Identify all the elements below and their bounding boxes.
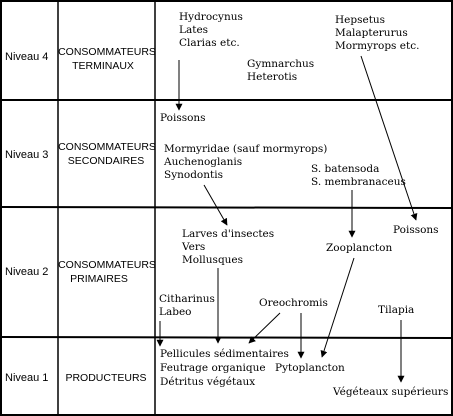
tilapia: Tilapia	[378, 304, 414, 316]
species-name: S. membranaceus	[311, 176, 406, 188]
level-label: Niveau 2	[5, 266, 48, 278]
vegeteaux: Végéteaux supérieurs	[332, 386, 448, 398]
arrow-hepsetus-to-poissons	[360, 55, 418, 221]
species-name: Détritus végétaux	[160, 376, 255, 388]
poissons-level3: Poissons	[160, 112, 206, 124]
arrow-oreochromis-to-pellicules	[248, 312, 281, 344]
zooplancton: Zooplancton	[326, 242, 392, 254]
pytoplancton: Pytoplancton	[275, 362, 345, 374]
species-name: Labeo	[159, 306, 192, 318]
species-name: Heterotis	[247, 71, 297, 83]
species-name: Malapterurus	[335, 27, 408, 39]
level-label: Niveau 3	[5, 149, 48, 161]
species-name: S. batensoda	[311, 163, 379, 175]
arrow-zooplancton-to-pytoplancton	[320, 257, 355, 358]
group-hepsetus: Hepsetus Malapterurus Mormyrops etc.	[335, 14, 419, 52]
species-name: Mormyrops etc.	[335, 40, 419, 52]
species-name: Hepsetus	[335, 14, 385, 26]
group-pellicules: Pellicules sédimentaires Feutrage organi…	[160, 348, 289, 388]
group-batensoda: S. batensoda S. membranaceus	[311, 163, 406, 188]
arrow-mormyridae-to-larves	[203, 184, 228, 226]
level-label: Niveau 4	[5, 51, 48, 63]
group-larves: Larves d'insectes Vers Mollusques	[181, 228, 274, 266]
oreochromis: Oreochromis	[259, 297, 328, 309]
species-name: Clarias etc.	[179, 37, 240, 49]
row-divider-3-2	[0, 206, 453, 209]
row-divider-2-1	[0, 336, 453, 339]
species-name: Hydrocynus	[179, 11, 243, 23]
species-groups: Hydrocynus Lates Clarias etc. Gymnarchus…	[159, 11, 448, 398]
category-label: PRIMAIRES	[70, 273, 128, 285]
species-name: Larves d'insectes	[182, 228, 274, 240]
species-name: Lates	[179, 24, 208, 36]
category-labels: CONSOMMATEURS TERMINAUX CONSOMMATEURS SE…	[58, 46, 156, 384]
species-name: Auchenoglanis	[163, 156, 242, 168]
species-name: Synodontis	[164, 169, 223, 181]
group-hydrocynus: Hydrocynus Lates Clarias etc.	[179, 11, 243, 49]
poissons-level2: Poissons	[393, 224, 439, 236]
species-name: Gymnarchus	[247, 58, 314, 70]
species-name: Vers	[181, 241, 205, 253]
category-label: CONSOMMATEURS	[58, 46, 156, 58]
species-name: Feutrage organique	[160, 362, 266, 374]
category-label: TERMINAUX	[72, 60, 134, 72]
level-labels: Niveau 4 Niveau 3 Niveau 2 Niveau 1	[5, 51, 48, 384]
category-label: CONSOMMATEURS	[58, 141, 156, 153]
category-label: CONSOMMATEURS	[58, 259, 156, 271]
group-citharinus: Citharinus Labeo	[159, 293, 215, 318]
species-name: Mollusques	[182, 254, 243, 266]
level-label: Niveau 1	[5, 372, 48, 384]
trophic-arrows	[156, 55, 418, 383]
species-name: Pellicules sédimentaires	[160, 348, 289, 360]
species-name: Mormyridae (sauf mormyrops)	[164, 143, 327, 155]
species-name: Citharinus	[159, 293, 215, 305]
group-mormyridae: Mormyridae (sauf mormyrops) Auchenoglani…	[163, 143, 327, 181]
category-label: SECONDAIRES	[68, 155, 144, 167]
category-label: PRODUCTEURS	[65, 372, 146, 384]
group-gymnarchus: Gymnarchus Heterotis	[247, 58, 314, 83]
